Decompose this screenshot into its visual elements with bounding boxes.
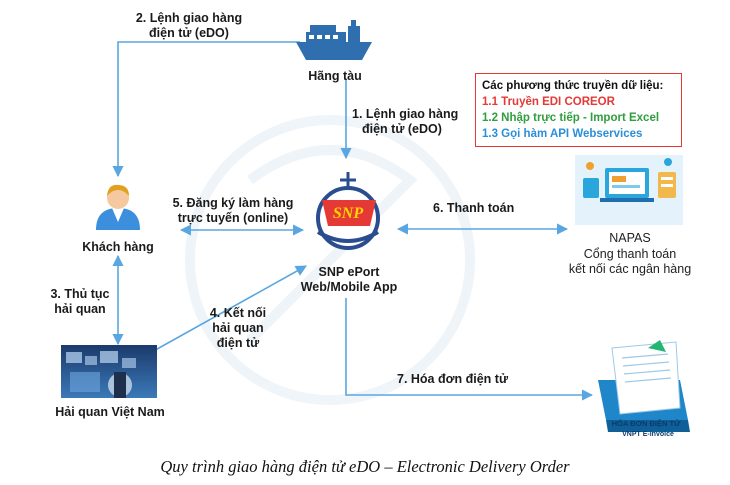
edge-label-4-line3: điện tử <box>216 336 260 350</box>
methods-title: Các phương thức truyền dữ liệu: <box>482 80 664 92</box>
edge-label-1: 1. Lệnh giao hàng điện tử (eDO) <box>352 107 458 137</box>
edge-label-3-line2: hải quan <box>54 302 106 316</box>
edge-label-1-line1: 1. Lệnh giao hàng <box>352 107 459 121</box>
customer-label: Khách hàng <box>82 240 154 254</box>
einvoice-title: HÓA ĐƠN ĐIỆN TỬ <box>612 419 681 428</box>
edge-label-2-line1: 2. Lệnh giao hàng <box>135 11 243 25</box>
edge-label-4-line1: 4. Kết nối <box>209 306 267 320</box>
edge-label-5-line1: 5. Đăng ký làm hàng <box>172 196 294 210</box>
customer-person-icon <box>96 184 140 230</box>
ship-label: Hãng tàu <box>308 69 362 83</box>
edge-label-4: 4. Kết nối hải quan điện tử <box>200 306 276 351</box>
method-edi: 1.1 Truyền EDI COREOR <box>482 96 615 108</box>
edge-label-3-line1: 3. Thủ tục <box>50 287 110 301</box>
arrow-customs-connection <box>140 265 307 359</box>
edge-label-2: 2. Lệnh giao hàng điện tử (eDO) <box>128 11 250 41</box>
edge-label-5-line2: trực tuyến (online) <box>177 211 289 225</box>
napas-label: NAPAS Cổng thanh toán kết nối các ngân h… <box>560 231 700 278</box>
method-excel: 1.2 Nhập trực tiếp - Import Excel <box>482 112 660 124</box>
transfer-methods-box: Các phương thức truyền dữ liệu: 1.1 Truy… <box>475 73 682 147</box>
edge-label-7: 7. Hóa đơn điện tử <box>397 372 508 386</box>
edge-label-6: 6. Thanh toán <box>433 201 515 215</box>
customs-label: Hải quan Việt Nam <box>55 405 165 419</box>
edge-label-5: 5. Đăng ký làm hàng trực tuyến (online) <box>163 196 303 226</box>
einvoice-image: HÓA ĐƠN ĐIỆN TỬ VNPT E-invoice <box>598 340 690 438</box>
edge-label-4-line2: hải quan <box>212 321 264 335</box>
ship-icon <box>296 20 372 60</box>
edge-label-3: 3. Thủ tục hải quan <box>40 287 120 317</box>
arrow-einvoice <box>345 298 594 401</box>
napas-image <box>575 155 683 225</box>
figure-caption: Quy trình giao hàng điện tử eDO – Electr… <box>160 457 570 476</box>
napas-label-line2: Cổng thanh toán <box>583 246 677 261</box>
edge-label-2-line2: điện tử (eDO) <box>149 26 229 40</box>
napas-label-line3: kết nối các ngân hàng <box>568 262 692 276</box>
customs-image <box>61 345 157 398</box>
edge-label-1-line2: điện tử (eDO) <box>362 122 442 136</box>
logo-text: SNP <box>333 205 363 222</box>
eport-label-line2: Web/Mobile App <box>300 280 398 294</box>
napas-label-line1: NAPAS <box>609 231 651 245</box>
einvoice-brand: VNPT E-invoice <box>622 431 674 438</box>
arrow-edo-to-customer <box>112 41 300 178</box>
eport-label: SNP ePort Web/Mobile App <box>285 265 413 295</box>
snp-logo: SNP <box>316 172 380 250</box>
method-api: 1.3 Gọi hàm API Webservices <box>482 128 643 140</box>
watermark <box>185 115 475 405</box>
eport-label-line1: SNP ePort <box>318 265 380 279</box>
